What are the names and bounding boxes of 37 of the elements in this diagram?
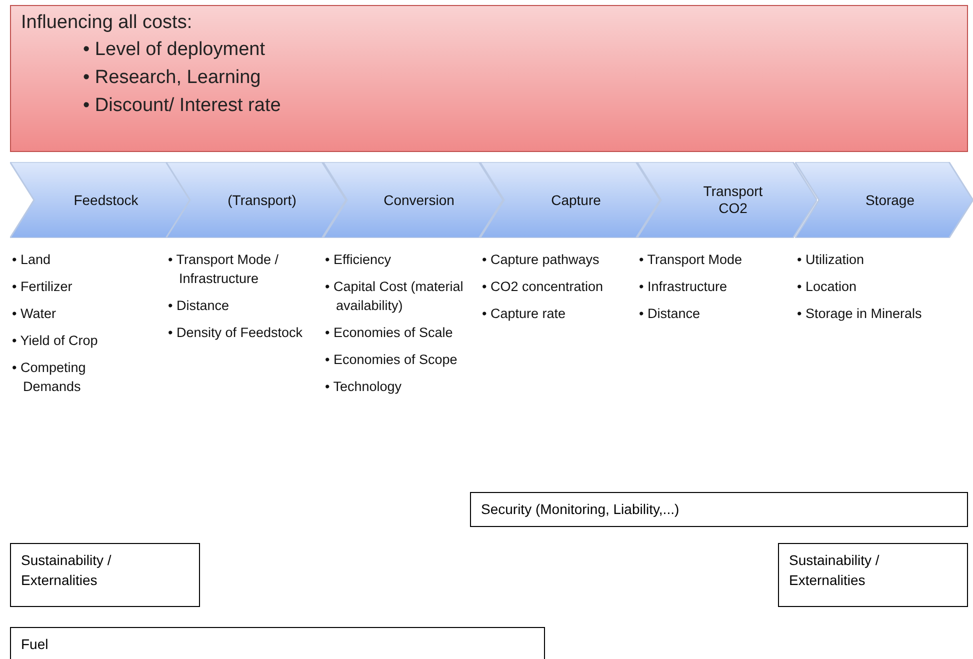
bullet-item: • Level of deployment [83,38,266,62]
bullet-item: • Capital Cost (material availability) [325,278,464,315]
stage-label: Storage [864,192,916,208]
bullet-item: • Yield of Crop [12,332,99,350]
stage-label: Capture [550,192,602,208]
bullet-item: • Capture rate [482,305,567,323]
stage-label: Transport CO2 [702,183,764,217]
bullet-item: • Water [12,305,57,323]
factor-box: Fuel [10,627,545,659]
bullet-item: • Land [12,251,52,269]
bullet-item: • Discount/ Interest rate [83,94,282,118]
bullet-item: • Competing Demands [12,359,87,396]
factor-box: Sustainability / Externalities [10,543,200,607]
bullet-item: • Infrastructure [639,278,728,296]
cost-factors-panel [10,5,968,152]
stage-label: Conversion [382,192,456,208]
bullet-item: • Density of Feedstock [168,324,304,342]
bullet-item: • Fertilizer [12,278,74,296]
bullet-item: • Transport Mode [639,251,744,269]
bullet-item: • CO2 concentration [482,278,604,296]
bullet-item: • Transport Mode / Infrastructure [168,251,280,288]
bullet-item: • Distance [639,305,702,323]
bullet-item: • Storage in Minerals [797,305,923,323]
bullet-item: • Capture pathways [482,251,600,269]
bullet-item: • Efficiency [325,251,392,269]
bullet-item: • Distance [168,297,230,315]
bullet-item: • Economies of Scope [325,351,458,369]
bullet-item: • Location [797,278,858,296]
factor-box: Sustainability / Externalities [778,543,968,607]
bullet-item: • Utilization [797,251,865,269]
stage-label: (Transport) [226,192,298,208]
bullet-item: • Research, Learning [83,66,262,90]
bullet-item: • Technology [325,378,403,396]
factor-box: Security (Monitoring, Liability,...) [470,492,968,527]
panel-heading: Influencing all costs: [21,12,194,34]
stage-label: Feedstock [72,192,140,208]
bullet-item: • Economies of Scale [325,324,454,342]
